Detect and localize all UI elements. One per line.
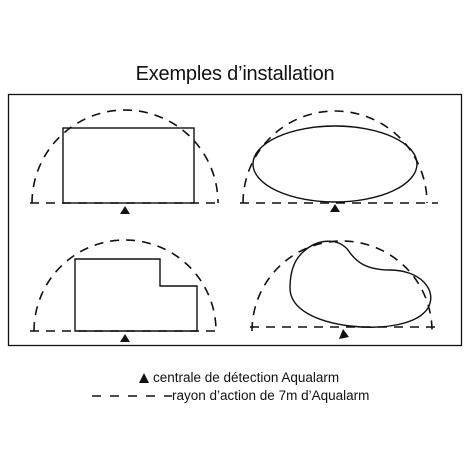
pool-kidney <box>289 240 432 328</box>
detector-marker <box>120 334 130 342</box>
triangle-icon <box>139 372 149 383</box>
detector-marker <box>339 329 349 339</box>
detector-marker <box>120 206 130 214</box>
legend-detector-label: centrale de détection Aqualarm <box>153 370 340 385</box>
range-arc <box>31 109 219 204</box>
legend-range-label: rayon d’action de 7m d’Aqualarm <box>172 388 370 403</box>
pool-l-shape <box>74 258 198 332</box>
legend-detector: centrale de détection Aqualarm <box>92 370 339 385</box>
range-arc <box>251 240 433 332</box>
legend-range: rayon d’action de 7m d’Aqualarm <box>92 388 369 403</box>
range-arc <box>242 110 428 204</box>
example-oval <box>240 110 438 212</box>
example-kidney <box>250 240 440 339</box>
pool-rectangle <box>62 127 195 204</box>
detector-marker <box>330 204 340 212</box>
example-l-shape <box>30 239 222 342</box>
pool-oval <box>252 125 418 203</box>
page-title: Exemples d’installation <box>135 63 335 85</box>
example-rectangle <box>30 109 222 214</box>
dashed-line-icon <box>92 394 172 397</box>
range-arc <box>33 239 217 332</box>
diagram-frame <box>7 93 463 347</box>
